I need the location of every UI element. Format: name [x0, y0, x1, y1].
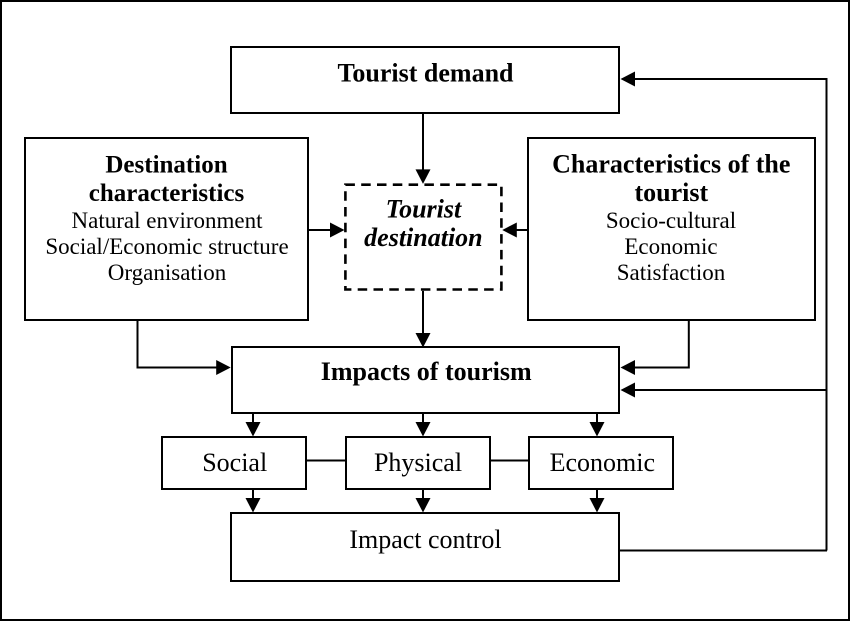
svg-text:Impacts of tourism: Impacts of tourism [321, 357, 532, 386]
svg-text:Physical: Physical [374, 448, 462, 477]
svg-text:Destination: Destination [105, 152, 227, 179]
svg-text:Tourist demand: Tourist demand [337, 59, 514, 88]
svg-text:destination: destination [364, 223, 482, 252]
svg-text:Natural environment: Natural environment [72, 208, 264, 233]
svg-text:characteristics: characteristics [89, 180, 245, 207]
svg-text:Economic: Economic [550, 448, 655, 477]
svg-text:Characteristics of the: Characteristics of the [552, 150, 790, 179]
svg-text:Socio-cultural: Socio-cultural [606, 208, 736, 233]
svg-text:Organisation: Organisation [108, 260, 227, 285]
svg-text:Satisfaction: Satisfaction [617, 260, 726, 285]
svg-text:Economic: Economic [624, 234, 717, 259]
svg-text:Social: Social [202, 448, 267, 477]
svg-text:Social/Economic structure: Social/Economic structure [45, 234, 288, 259]
svg-text:tourist: tourist [634, 178, 708, 207]
svg-text:Tourist: Tourist [386, 194, 462, 223]
svg-text:Impact control: Impact control [349, 525, 501, 554]
